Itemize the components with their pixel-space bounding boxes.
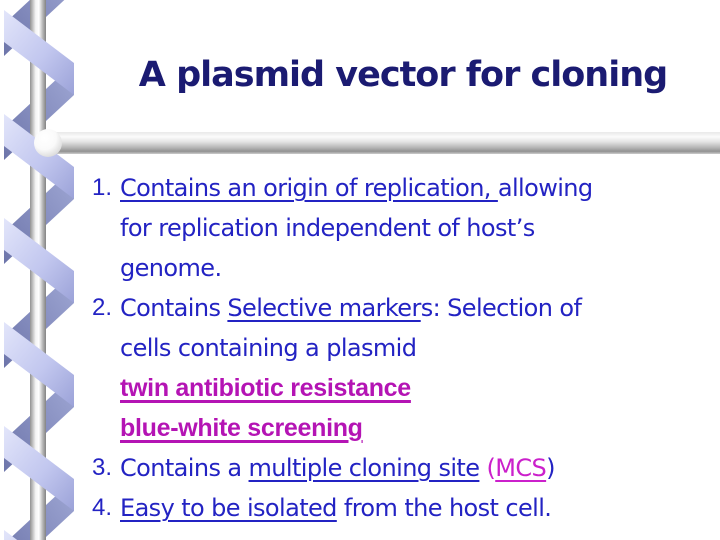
text-run: blue-white screening bbox=[120, 414, 363, 442]
text-run: Contains an origin of replication, bbox=[120, 174, 498, 202]
text-run: genome. bbox=[120, 254, 222, 282]
item-number: 3. bbox=[92, 454, 113, 481]
list-item: 1. Contains an origin of replication, all… bbox=[92, 168, 714, 288]
text-run: Selective marker bbox=[227, 294, 421, 322]
text-run: Easy to be isolated bbox=[120, 494, 337, 522]
text-run: from the host cell. bbox=[336, 494, 552, 522]
item-number: 4. bbox=[92, 494, 113, 521]
text-run: multiple cloning site bbox=[248, 454, 480, 482]
list-item: 4. Easy to be isolated from the host cell… bbox=[92, 488, 714, 528]
horizontal-rule bbox=[44, 132, 720, 154]
text-run: cells containing a plasmid bbox=[120, 334, 417, 362]
slide-title: A plasmid vector for cloning bbox=[138, 55, 668, 95]
text-run: MCS bbox=[495, 454, 547, 482]
text-run: Contains bbox=[120, 294, 228, 322]
bullet-list: 1. Contains an origin of replication, all… bbox=[92, 168, 714, 528]
list-item: 2. Contains Selective markers: Selection … bbox=[92, 288, 714, 448]
list-item: 3. Contains a multiple cloning site (MCS) bbox=[92, 448, 714, 488]
text-run: twin antibiotic resistance bbox=[120, 374, 411, 402]
text-run: for replication independent of host’s bbox=[120, 214, 535, 242]
item-number: 1. bbox=[92, 174, 113, 201]
text-run: ( bbox=[486, 454, 496, 482]
text-run: s: Selection of bbox=[420, 294, 582, 322]
text-run: ) bbox=[546, 454, 555, 482]
ribbon-pole-decoration-icon bbox=[4, 0, 74, 540]
text-run: Contains a bbox=[120, 454, 249, 482]
junction-ball-icon bbox=[34, 129, 62, 157]
item-number: 2. bbox=[92, 294, 113, 321]
text-run: allowing bbox=[497, 174, 593, 202]
